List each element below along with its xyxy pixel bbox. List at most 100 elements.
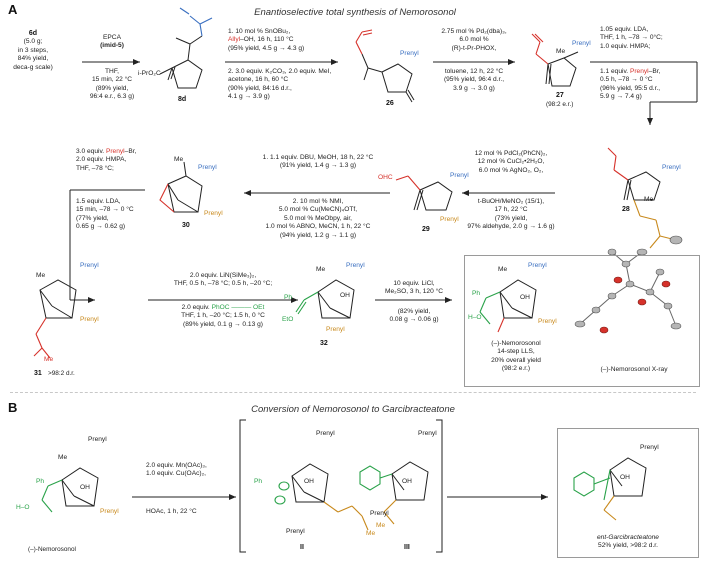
compound-27-label: 27	[556, 92, 564, 99]
step7-conditions-bottom: 1.5 equiv. LDA, 15 min, –78 → 0 °C (77% …	[76, 198, 134, 231]
prenyl-b-start-bottom: Prenyl	[100, 508, 119, 515]
oh-32: OH	[340, 292, 350, 299]
prenyl-32-bottom: Prenyl	[326, 326, 345, 333]
prenyl-31-bottom: Prenyl	[80, 316, 99, 323]
structure-27	[545, 51, 579, 87]
garcibracteatone-result-box	[557, 428, 699, 558]
structure-31	[39, 279, 77, 319]
step5-conditions-top: 12 mol % PdCl₂(PhCN)₂, 12 mol % CuCl₂•2H…	[474, 150, 548, 174]
garcibracteatone-summary: ent-Garcibracteatone 52% yield, >98:2 d.…	[597, 534, 659, 550]
prenyl-final-bottom: Prenyl	[538, 318, 557, 325]
prenyl-b-start-top: Prenyl	[88, 436, 107, 443]
prenyl-32-top: Prenyl	[346, 262, 365, 269]
compound-30-label: 30	[182, 222, 190, 229]
oh-product: OH	[620, 474, 630, 481]
structure-nemorosonol-b	[61, 467, 99, 507]
compound-8d-label: 8d	[178, 96, 187, 103]
prenyl-30-bottom: Prenyl	[204, 210, 223, 217]
me-final: Me	[498, 266, 508, 273]
oh-II: OH	[304, 478, 314, 485]
step9-conditions-top: 10 equiv. LiCl, Me₂SO, 3 h, 120 °C	[385, 280, 443, 296]
me-II: Me	[366, 530, 376, 537]
stepB-conditions-bottom: HOAc, 1 h, 22 °C	[146, 508, 197, 515]
ho-final: H–O	[468, 314, 482, 321]
ester-group-8d: i-PrO₂C	[138, 70, 161, 77]
stepB-conditions-top: 2.0 equiv. Mn(OAc)₃, 1.0 equiv. Cu(OAc)₂…	[146, 462, 207, 478]
nemorosonol-summary: (–)-Nemorosonol 14-step LLS, 20% overall…	[491, 340, 541, 373]
me-27: Me	[556, 48, 566, 55]
me-30: Me	[174, 156, 184, 163]
intermediate-II-label: II	[300, 544, 304, 551]
panel-b-letter: B	[8, 400, 18, 415]
ph-II: Ph	[254, 478, 263, 485]
prenyl-31-top: Prenyl	[80, 262, 99, 269]
eto-32: EtO	[282, 316, 294, 323]
xray-caption: (–)-Nemorosonol X-ray	[600, 366, 668, 373]
xray-structure	[574, 235, 683, 334]
step4-conditions-bottom: 1.1 equiv. Prenyl–Br, 0.5 h, –78 → 0 °C …	[600, 68, 661, 101]
prenyl-III-bottom: Prenyl	[370, 510, 389, 517]
step5-conditions-bottom: t-BuOH/MeNO₂ (15/1), 17 h, 22 °C (73% yi…	[467, 198, 555, 231]
structure-8d	[159, 35, 203, 89]
structure-30	[167, 161, 203, 213]
step1-conditions-top: EPCA (imid-5)	[100, 34, 124, 50]
prenyl-product: Prenyl	[640, 444, 659, 451]
me-b-start: Me	[58, 454, 68, 461]
ho-b-start: H–O	[16, 504, 30, 511]
step7-conditions-top: 3.0 equiv. Prenyl–Br, 2.0 equiv. HMPA, T…	[76, 148, 137, 172]
me-III: Me	[376, 522, 386, 529]
prenyl-26: Prenyl	[400, 50, 419, 57]
panel-a-title: Enantioselective total synthesis of Nemo…	[254, 7, 456, 18]
er-27: (98:2 e.r.)	[546, 101, 574, 108]
step9-conditions-bottom: (82% yield, 0.08 g → 0.06 g)	[389, 308, 439, 324]
intermediate-III-label: III	[404, 544, 410, 551]
prenyl-II-top: Prenyl	[316, 430, 335, 437]
ph-b-start: Ph	[36, 478, 45, 485]
ph-32: Ph	[284, 294, 293, 301]
panel-b-title: Conversion of Nemorosonol to Garcibracte…	[251, 404, 455, 415]
step4-conditions-top: 1.05 equiv. LDA, THF, 1 h, –78 → 0°C; 1.…	[600, 26, 663, 50]
panel-a-letter: A	[8, 2, 18, 17]
compound-29-label: 29	[422, 226, 430, 233]
prenyl-III-top: Prenyl	[418, 430, 437, 437]
dr-31: >98:2 d.r.	[48, 370, 75, 377]
compound-26-label: 26	[386, 100, 394, 107]
me-28: Me	[644, 196, 654, 203]
nemorosonol-result-box	[464, 255, 700, 387]
step1-conditions-bottom: THF, 15 min, 22 °C (89% yield, 96:4 e.r.…	[89, 68, 135, 101]
prenyl-final-top: Prenyl	[528, 262, 547, 269]
structure-garcibracteatone	[609, 457, 647, 497]
structure-32	[317, 279, 355, 319]
structure-II	[291, 463, 329, 503]
compound-6d-label: 6d	[28, 30, 38, 37]
oh-final: OH	[520, 294, 530, 301]
step6-conditions-top: 1. 1.1 equiv. DBU, MeOH, 18 h, 22 °C (91…	[262, 154, 374, 170]
start-6d: 6d (5.0 g; in 3 steps, 84% yield, deca-g…	[8, 30, 58, 72]
prenyl-27: Prenyl	[572, 40, 591, 47]
step2-conditions-bottom: 2. 3.0 equiv. K₂CO₃, 2.0 equiv. MeI, ace…	[228, 68, 332, 101]
prenyl-II-bottom: Prenyl	[286, 528, 305, 535]
prenyl-30-top: Prenyl	[198, 164, 217, 171]
me-31-bottom: Me	[44, 356, 54, 363]
panel-separator	[10, 392, 696, 393]
compound-28-label: 28	[622, 206, 630, 213]
me-31-top: Me	[36, 272, 46, 279]
nemorosonol-b-label: (–)-Nemorosonol	[28, 546, 76, 553]
compound-31-label: 31	[34, 370, 42, 377]
structure-26	[361, 53, 415, 103]
structure-nemorosonol-final	[499, 279, 537, 319]
me-32: Me	[316, 266, 326, 273]
oh-III: OH	[402, 478, 412, 485]
step3-conditions-top: 2.75 mol % Pd₂(dba)₃, 6.0 mol % (R)-t-Pr…	[441, 28, 507, 52]
ph-final: Ph	[472, 290, 481, 297]
compound-32-label: 32	[320, 340, 328, 347]
prenyl-28: Prenyl	[662, 164, 681, 171]
structure-29	[413, 181, 453, 211]
structure-III	[391, 461, 429, 501]
step8-conditions-top: 2.0 equiv. LiN(SiMe₃)₂, THF, 0.5 h, –78 …	[173, 272, 273, 288]
prenyl-29-bottom: Prenyl	[440, 216, 459, 223]
ohc-29: OHC	[378, 174, 393, 181]
step6-conditions-bottom: 2. 10 mol % NMI, 5.0 mol % Cu(MeCN)₄OTf,…	[265, 198, 371, 239]
step3-conditions-bottom: toluene, 12 h, 22 °C (95% yield, 96:4 d.…	[443, 68, 505, 92]
